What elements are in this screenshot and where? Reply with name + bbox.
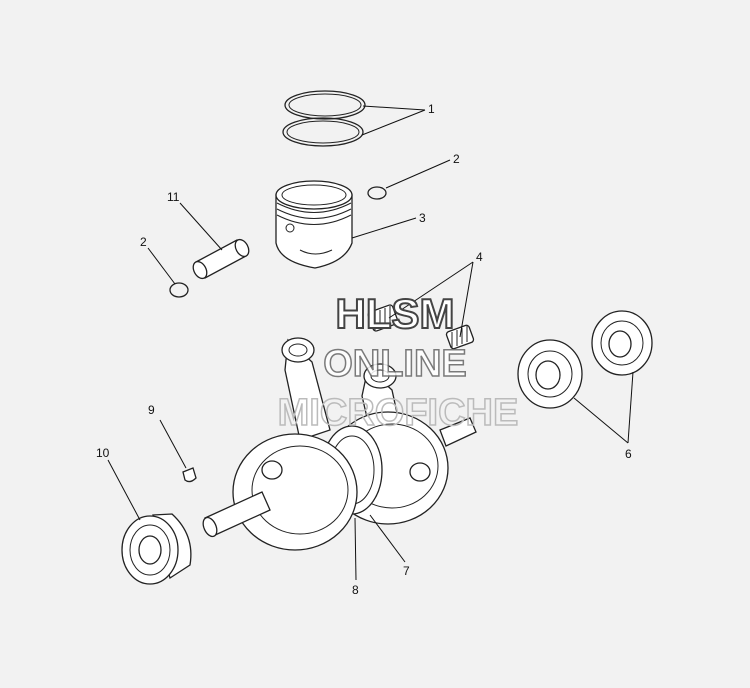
piston-rings <box>282 90 366 147</box>
crank-bearing-right <box>517 339 583 409</box>
leader-lines <box>107 105 634 581</box>
callout-3: 3 <box>419 211 426 225</box>
callout-8: 8 <box>352 583 359 597</box>
callout-9: 9 <box>148 403 155 417</box>
callout-6: 6 <box>625 447 632 461</box>
crank-seal-right <box>591 310 653 376</box>
callout-4: 4 <box>476 250 483 264</box>
callout-10: 10 <box>96 446 110 460</box>
callout-2-left: 2 <box>140 235 147 249</box>
woodruff-key <box>182 467 197 483</box>
circlip-left <box>169 282 189 298</box>
wrist-pin <box>192 238 250 280</box>
watermark: HLSM ONLINE MICROFICHE <box>277 289 519 435</box>
watermark-line-2: ONLINE <box>323 343 467 385</box>
callout-7: 7 <box>403 564 410 578</box>
watermark-line-3: MICROFICHE <box>278 392 519 434</box>
crankshaft-assembly <box>202 337 477 551</box>
watermark-line-1: HLSM <box>336 290 455 337</box>
crank-bearing-left <box>121 513 192 585</box>
callout-2-right: 2 <box>453 152 460 166</box>
piston <box>275 180 353 269</box>
circlip-right <box>367 186 387 200</box>
callout-1: 1 <box>428 102 435 116</box>
callout-11: 11 <box>167 190 180 204</box>
